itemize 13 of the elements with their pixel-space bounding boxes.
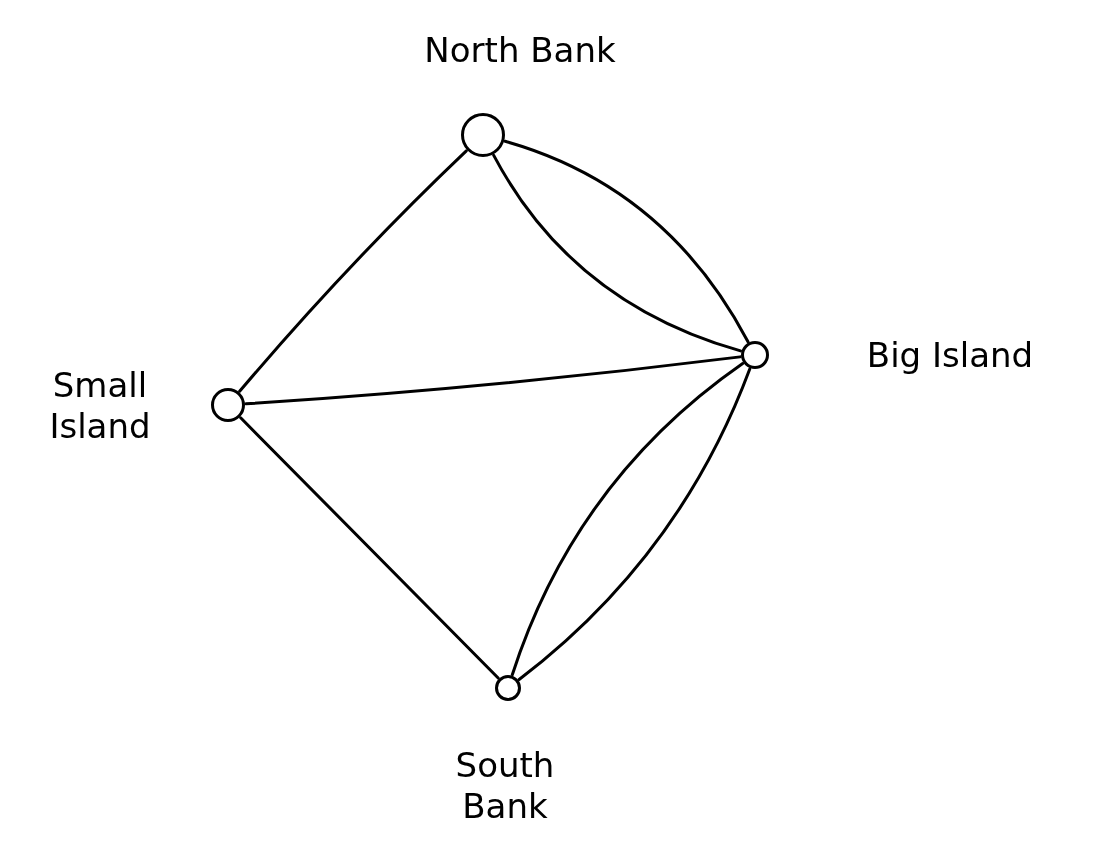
node-label: Big Island: [865, 335, 1035, 376]
node-label: Small Island: [48, 365, 152, 447]
node-circle: [741, 341, 769, 369]
connector-line: [503, 139, 750, 344]
node-label: North Bank: [423, 30, 617, 71]
connector-line: [238, 149, 468, 393]
node-label: South Bank: [454, 745, 556, 827]
connector-line: [244, 355, 742, 406]
connector-line: [239, 416, 500, 680]
node-circle: [211, 388, 245, 422]
node-circle: [461, 113, 505, 157]
connector-line: [492, 153, 743, 353]
node-circle: [495, 675, 521, 701]
